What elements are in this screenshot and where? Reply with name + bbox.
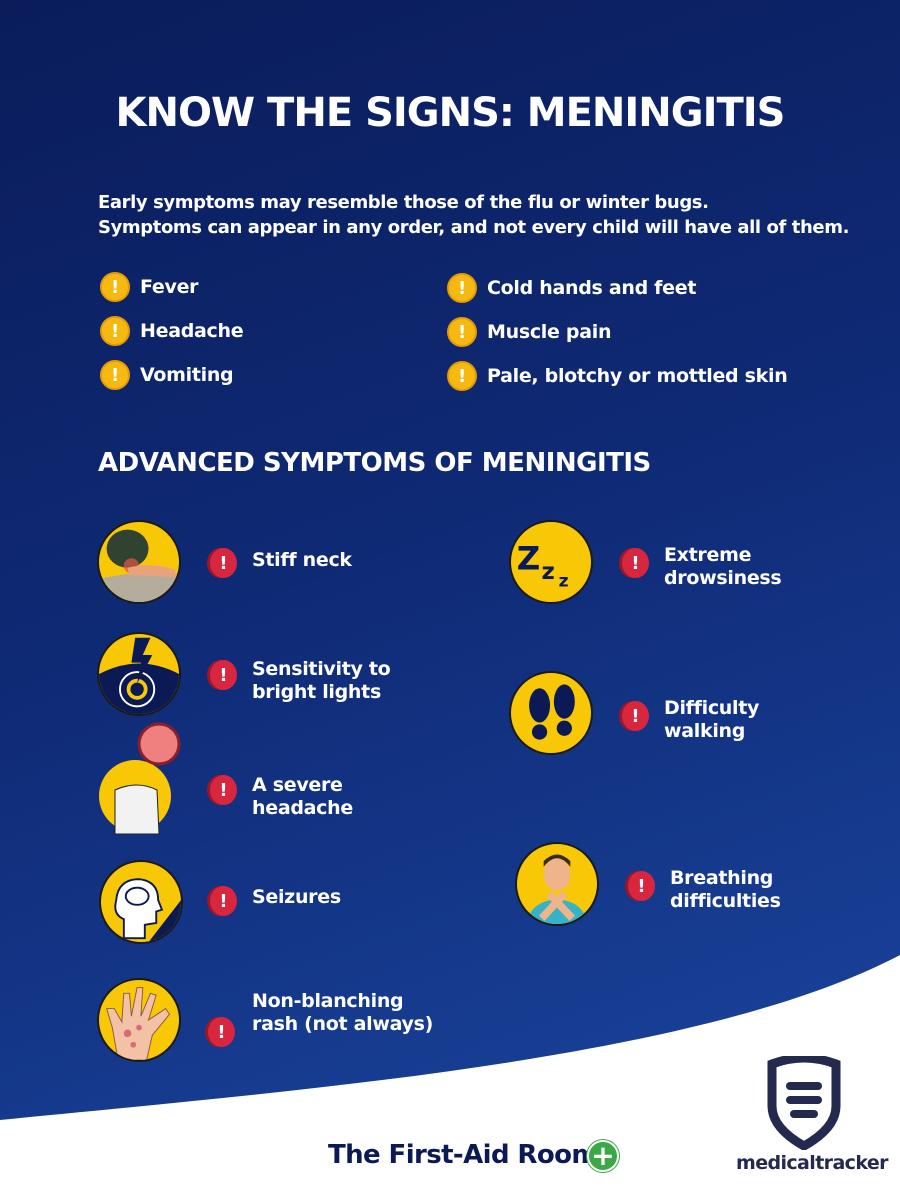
neck-pain-icon [97,520,181,604]
alert-icon: ! [210,660,237,690]
alert-icon: ! [447,317,477,347]
first-aid-room-brand: The First-Aid Room [328,1140,598,1170]
medicaltracker-logo-text: medicaltracker [736,1152,889,1174]
intro-text: Early symptoms may resemble those of the… [98,190,849,240]
svg-text:z: z [541,559,554,585]
alert-icon: ! [447,361,477,391]
alert-icon: ! [100,272,130,302]
eye-lightning-icon [97,632,181,716]
symptom-label: Pale, blotchy or mottled skin [487,365,788,387]
symptom-label: Headache [140,320,244,342]
intro-line: Early symptoms may resemble those of the… [98,192,709,213]
intro-line: Symptoms can appear in any order, and no… [98,217,850,238]
symptom-label: Muscle pain [487,321,612,343]
alert-icon: ! [447,273,477,303]
early-symptom: ! Cold hands and feet [447,273,696,303]
alert-icon: ! [628,871,655,901]
advanced-heading: ADVANCED SYMPTOMS OF MENINGITIS [98,448,651,478]
early-symptom: ! Fever [100,272,199,302]
alert-icon: ! [622,548,649,578]
early-symptom: ! Vomiting [100,360,234,390]
early-symptom: ! Pale, blotchy or mottled skin [447,361,788,391]
symptom-label: Vomiting [140,364,234,386]
early-symptom: ! Headache [100,316,244,346]
green-plus-icon: + [587,1140,619,1172]
footprints-icon [509,671,593,755]
rash-hand-icon [97,978,181,1062]
brain-head-icon [99,860,183,944]
symptom-label: Fever [140,276,199,298]
symptom-label: Stiff neck [252,549,352,571]
choking-person-icon [515,842,599,926]
medicaltracker-shield-logo [767,1056,841,1150]
alert-icon: ! [100,316,130,346]
early-symptom: ! Muscle pain [447,317,611,347]
alert-icon: ! [210,886,237,916]
alert-icon: ! [622,701,649,731]
alert-icon: ! [210,775,237,805]
alert-icon: ! [100,360,130,390]
headache-person-icon [97,722,181,835]
svg-text:z: z [559,572,569,592]
page-title: KNOW THE SIGNS: MENINGITIS [115,90,786,136]
symptom-label: Seizures [252,886,341,908]
symptom-label: Cold hands and feet [487,277,697,299]
alert-icon: ! [210,548,237,578]
alert-icon: ! [208,1017,235,1047]
svg-text:Z: Z [517,540,540,578]
